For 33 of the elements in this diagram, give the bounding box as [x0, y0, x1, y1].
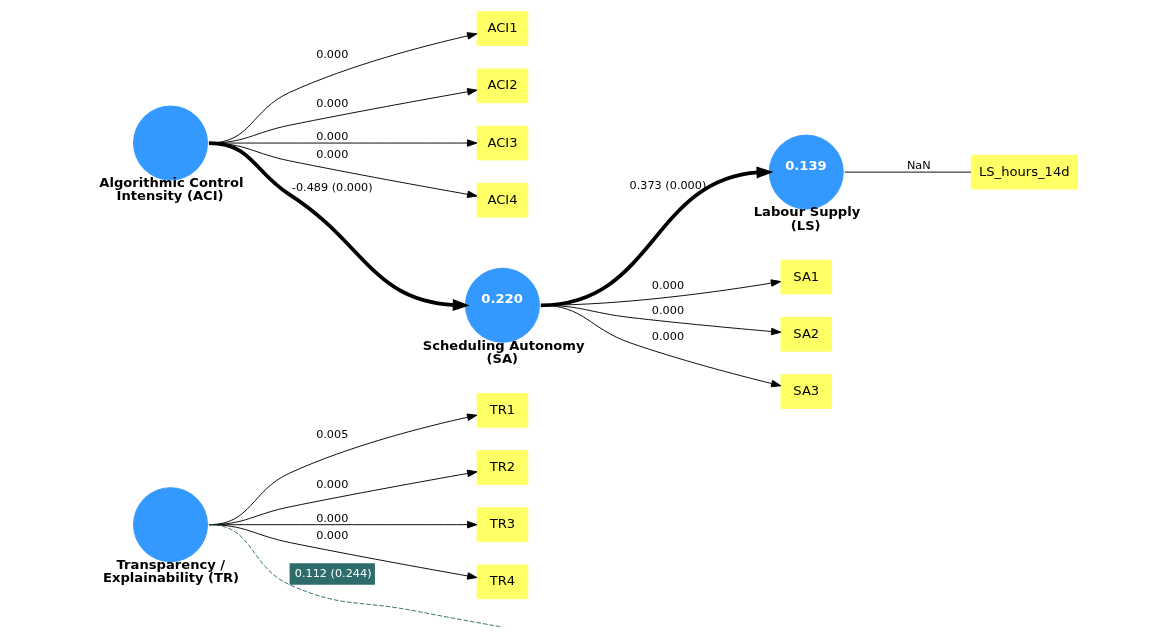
arrow [208, 141, 470, 311]
node-box: ACI1 [476, 11, 529, 46]
edge-label: 0.000 [651, 278, 685, 292]
edge-label: 0.000 [316, 129, 349, 143]
connector [208, 524, 502, 628]
edge-label: 0.000 [316, 529, 349, 543]
edge-label: NaN [906, 158, 931, 172]
node-label: Algorithmic Control Intensity (ACI) [99, 175, 244, 204]
node-box: SA2 [780, 317, 833, 352]
edge-label: 0.000 [316, 97, 349, 111]
edge-label: -0.489 (0.000) [291, 181, 373, 195]
edge-label: 0.373 (0.000) [629, 178, 707, 192]
node-box: TR2 [476, 450, 529, 485]
arrow [540, 166, 774, 308]
node-box: ACI4 [476, 182, 529, 218]
edge-label: 0.000 [316, 477, 349, 491]
edge-label: 0.000 [316, 511, 349, 525]
edge-label: 0.112 (0.244) [294, 567, 372, 581]
edge-label: 0.000 [316, 147, 349, 161]
node-box: ACI3 [476, 125, 529, 161]
edge-label: 0.000 [651, 304, 685, 318]
node-label: Transparency / Explainability (TR) [103, 556, 240, 586]
arrow [540, 304, 782, 388]
node-box: TR4 [476, 564, 529, 600]
node-box: SA1 [780, 259, 833, 295]
edge-label: 0.005 [316, 428, 349, 442]
edge-label: 0.000 [651, 329, 685, 343]
node-box: SA3 [780, 374, 833, 409]
node-box: TR3 [476, 507, 529, 543]
edge-label: 0.000 [316, 48, 349, 62]
node-box: TR1 [476, 392, 529, 428]
node-box: ACI2 [476, 68, 529, 104]
node-box: LS_hours_14d [970, 154, 1078, 190]
